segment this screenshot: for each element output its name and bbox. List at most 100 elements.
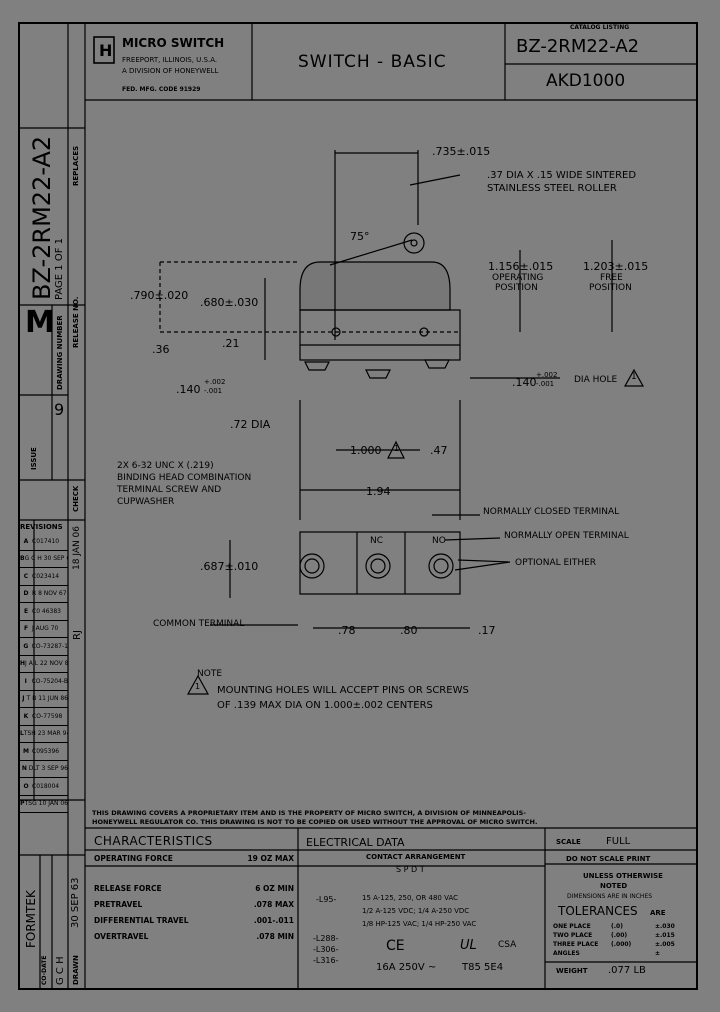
characteristic-value: 6 OZ MIN (255, 884, 294, 893)
tolerance-row: TWO PLACE (.00) ±.015 (553, 932, 693, 941)
characteristic-value: .001-.011 (253, 916, 294, 925)
note-triangle-mid: 1 (394, 444, 400, 453)
tolerance-value: ±.015 (655, 932, 675, 939)
revision-letter: L (20, 730, 24, 738)
side-drawing-letter: M (25, 305, 55, 340)
side-page: PAGE 1 OF 1 (54, 237, 65, 300)
revision-letter: O (23, 782, 29, 790)
tolerance-places (611, 950, 655, 959)
revision-text: CO-77598 (32, 712, 63, 720)
tolerances-label: TOLERANCES (558, 904, 638, 918)
characteristics-heading: CHARACTERISTICS (94, 834, 213, 848)
dim-36: .36 (152, 343, 170, 356)
revision-text: C0 46383 (32, 607, 62, 615)
csa-mark: CSA (498, 940, 517, 950)
dim-78: .78 (338, 624, 356, 637)
characteristic-row: DIFFERENTIAL TRAVEL.001-.011 (94, 916, 294, 932)
tol-minus-left: -.001 (204, 387, 223, 395)
dim-21: .21 (222, 337, 240, 350)
tolerance-value: ±.005 (655, 941, 675, 948)
dim-1203: 1.203±.015 (583, 260, 649, 273)
revision-letter: A (23, 537, 29, 545)
drawn-initials: G C H (55, 956, 66, 985)
dim-140-left: .140 (176, 383, 201, 396)
revision-text: C017410 (32, 537, 60, 545)
revision-text: CO-73287-1 (31, 642, 68, 650)
drawn-label: DRAWN (72, 955, 80, 985)
revision-letter: B (20, 555, 25, 563)
characteristic-value: 19 OZ MAX (247, 854, 294, 863)
operating-position-1: OPERATING (492, 273, 544, 283)
company-name: MICRO SWITCH (122, 36, 225, 50)
tolerance-row: ONE PLACE(.0)±.030 (553, 923, 693, 932)
mfg-code: FED. MFG. CODE 91929 (122, 86, 201, 93)
normally-open-label: NORMALLY OPEN TERMINAL (504, 531, 629, 541)
side-check-initials: RJ (72, 630, 83, 640)
drawing-number: AKD1000 (546, 71, 626, 91)
screw-note-4: CUPWASHER (117, 497, 175, 507)
revision-letter: C (23, 572, 29, 580)
side-issue-value: 9 (54, 400, 65, 419)
revision-text: J AUG 70 (32, 625, 59, 633)
note-line-2: OF .139 MAX DIA ON 1.000±.002 CENTERS (217, 700, 433, 711)
dim-47: .47 (430, 444, 448, 457)
note-triangle: 1 (195, 682, 201, 691)
code-l288: -L288- (313, 934, 339, 943)
roller-note-1: .37 DIA X .15 WIDE SINTERED (487, 170, 637, 181)
weight-value: .077 LB (608, 965, 646, 976)
weight-label: WEIGHT (556, 967, 588, 975)
t85-rating: T85 5E4 (462, 962, 504, 973)
catalog-label: CATALOG LISTING (570, 24, 630, 31)
revision-text: TSG 10 JAN 06 (24, 800, 68, 808)
characteristic-label: PRETRAVEL (94, 900, 143, 909)
characteristic-row: OVERTRAVEL.078 MIN (94, 932, 294, 948)
revision-letter: J (22, 695, 25, 703)
side-check-label: CHECK (72, 485, 80, 512)
side-check-date: 18 JAN 06 (72, 525, 82, 570)
dim-72: .72 DIA (230, 418, 271, 431)
characteristic-label: RELEASE FORCE (94, 884, 162, 893)
screw-note-1: 2X 6-32 UNC X (.219) (117, 461, 214, 471)
formtek-label: FORMTEK (24, 890, 38, 948)
dim-80: .80 (400, 624, 418, 637)
free-position-2: POSITION (589, 283, 632, 293)
roller-note-2: STAINLESS STEEL ROLLER (487, 183, 617, 194)
tolerance-label: ONE PLACE (553, 923, 591, 930)
electrical-heading: ELECTRICAL DATA (306, 836, 405, 849)
catalog-number: BZ-2RM22-A2 (516, 36, 640, 57)
tolerance-places: (.00) (611, 932, 628, 939)
dim-1000: 1.000 (350, 444, 382, 457)
co-date-label: CO-DATE (41, 955, 48, 985)
side-replaces-label: REPLACES (72, 145, 80, 186)
tol-minus-right: -.001 (536, 380, 555, 388)
l95-line-1: 15 A-125, 250, OR 480 VAC (362, 894, 458, 902)
tolerance-label: TWO PLACE (553, 932, 593, 939)
dim-735: .735±.015 (432, 145, 491, 158)
characteristic-row: RELEASE FORCE 6 OZ MIN (94, 884, 294, 900)
company-location: FREEPORT, ILLINOIS, U.S.A. (122, 56, 218, 64)
revision-text: G C H 30 SEP 63 (24, 555, 68, 563)
operating-position-2: POSITION (495, 283, 538, 293)
proprietary-line-1: THIS DRAWING COVERS A PROPRIETARY ITEM A… (92, 809, 526, 817)
optional-either-label: OPTIONAL EITHER (515, 558, 597, 568)
tol-plus-left: +.002 (204, 378, 226, 386)
revision-letter: D (23, 590, 29, 598)
drawing-title: SWITCH - BASIC (298, 52, 447, 72)
dim-140-right: .140 (512, 376, 537, 389)
dim-194: 1.94 (366, 485, 391, 498)
tolerance-label: ANGLES (553, 950, 580, 957)
dim-1156: 1.156±.015 (488, 260, 554, 273)
dims-in-label: DIMENSIONS ARE IN INCHES (567, 893, 653, 900)
l95-code: -L95- (316, 895, 337, 904)
dim-790: .790±.020 (130, 289, 189, 302)
